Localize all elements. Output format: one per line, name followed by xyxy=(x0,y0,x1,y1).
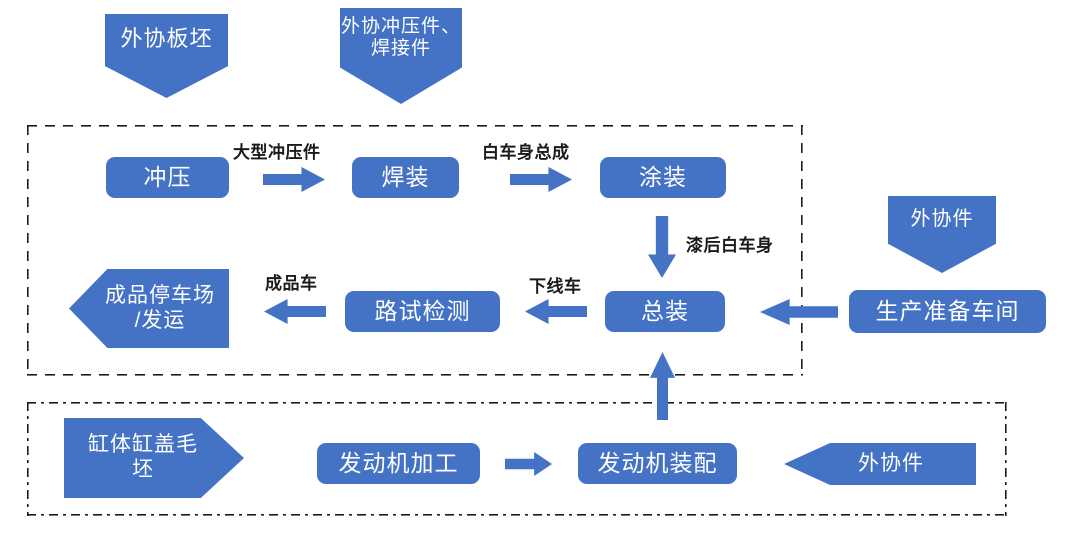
node-road-test-inspection-label: 路试检测 xyxy=(374,298,471,325)
input-pentagon-cylinder-line1: 缸体缸盖毛 xyxy=(88,433,198,457)
output-pentagon-finished-vehicle-yard: 成品停车场 /发运 xyxy=(69,269,229,348)
node-engine-assembly-label: 发动机装配 xyxy=(597,450,718,477)
input-pentagon-outsourced-slab: 外协板坯 xyxy=(105,14,228,98)
input-pentagon-outsourced-parts-right: 外协件 xyxy=(888,196,996,273)
node-engine-assembly: 发动机装配 xyxy=(578,443,737,484)
flow-label-large-stampings: 大型冲压件 xyxy=(233,143,321,162)
flow-label-painted-body: 漆后白车身 xyxy=(686,236,774,255)
node-welding-label: 焊装 xyxy=(381,164,430,191)
node-welding: 焊装 xyxy=(352,157,459,198)
input-pentagon-cylinder-line2: 坯 xyxy=(132,458,154,481)
node-painting: 涂装 xyxy=(600,157,726,198)
node-final-assembly: 总装 xyxy=(605,291,725,332)
supply-pentagon-outsourced-parts-engine-label: 外协件 xyxy=(858,451,924,475)
input-pentagon-outsourced-stamping-welding-line2: 焊接件 xyxy=(370,38,431,60)
node-engine-machining: 发动机加工 xyxy=(317,443,480,484)
node-engine-machining-label: 发动机加工 xyxy=(338,450,459,477)
node-painting-label: 涂装 xyxy=(639,164,687,191)
input-pentagon-outsourced-parts-right-label: 外协件 xyxy=(910,208,974,230)
node-production-preparation-shop-label: 生产准备车间 xyxy=(875,298,1020,325)
output-pentagon-line2: /发运 xyxy=(134,308,186,332)
flow-label-offline-vehicle: 下线车 xyxy=(529,277,582,296)
input-pentagon-cylinder-block-head-blank: 缸体缸盖毛 坯 xyxy=(64,418,244,498)
input-pentagon-outsourced-stamping-welding-line1: 外协冲压件、 xyxy=(340,16,461,37)
input-pentagon-outsourced-slab-label: 外协板坯 xyxy=(120,26,213,51)
output-pentagon-line1: 成品停车场 xyxy=(105,283,215,307)
flow-label-finished-vehicle: 成品车 xyxy=(265,274,318,293)
flow-label-body-in-white-assembly: 白车身总成 xyxy=(482,143,570,162)
supply-pentagon-outsourced-parts-engine: 外协件 xyxy=(784,443,976,485)
node-stamping-label: 冲压 xyxy=(143,164,192,191)
node-stamping: 冲压 xyxy=(106,157,229,198)
input-pentagon-outsourced-stamping-welding: 外协冲压件、 焊接件 xyxy=(340,8,462,104)
node-final-assembly-label: 总装 xyxy=(641,298,689,325)
node-production-preparation-shop: 生产准备车间 xyxy=(849,290,1046,333)
node-road-test-inspection: 路试检测 xyxy=(345,291,500,332)
